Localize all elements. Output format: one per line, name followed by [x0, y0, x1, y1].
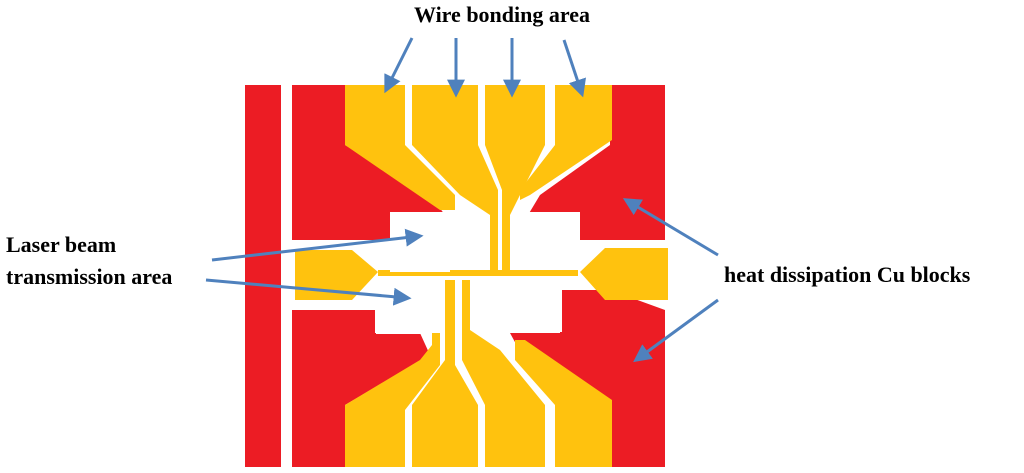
right-pad	[580, 248, 668, 300]
bond-pads	[295, 85, 668, 467]
center-bar	[378, 270, 578, 276]
bottom-pad-2	[412, 280, 478, 467]
heat-dissipation-label: heat dissipation Cu blocks	[724, 262, 971, 287]
laser-windows	[376, 212, 580, 334]
heat-arrow-bottom	[633, 298, 719, 363]
laser-beam-label-line1: Laser beam	[6, 232, 116, 257]
wire-bond-arrow-4	[562, 39, 586, 98]
bottom-pad-3	[462, 280, 545, 467]
copper-top-left-block	[292, 85, 445, 240]
laser-arrow-top	[211, 228, 424, 262]
top-pad-2	[412, 85, 498, 270]
laser-arrow-bottom	[205, 278, 412, 306]
wire-bond-arrow-1	[384, 37, 414, 94]
laser-window-top	[390, 212, 450, 272]
top-pad-3	[485, 85, 545, 270]
bottom-pad-4	[515, 340, 612, 467]
arrows	[205, 37, 719, 363]
laser-window-top-right	[522, 212, 580, 262]
copper-left-strip	[245, 85, 281, 467]
wire-bonding-label: Wire bonding area	[414, 2, 590, 27]
bottom-pad-1	[345, 333, 440, 467]
copper-bottom-right-block	[510, 290, 665, 467]
laser-beam-label-line2: transmission area	[6, 264, 172, 289]
top-pad-4	[520, 85, 612, 200]
copper-bottom-left-block	[292, 310, 430, 467]
top-pad-1	[345, 85, 455, 210]
laser-window-bottom-right	[510, 280, 562, 332]
heat-arrow-top	[622, 198, 719, 257]
laser-window-bottom	[376, 282, 428, 334]
left-pad	[295, 250, 378, 300]
